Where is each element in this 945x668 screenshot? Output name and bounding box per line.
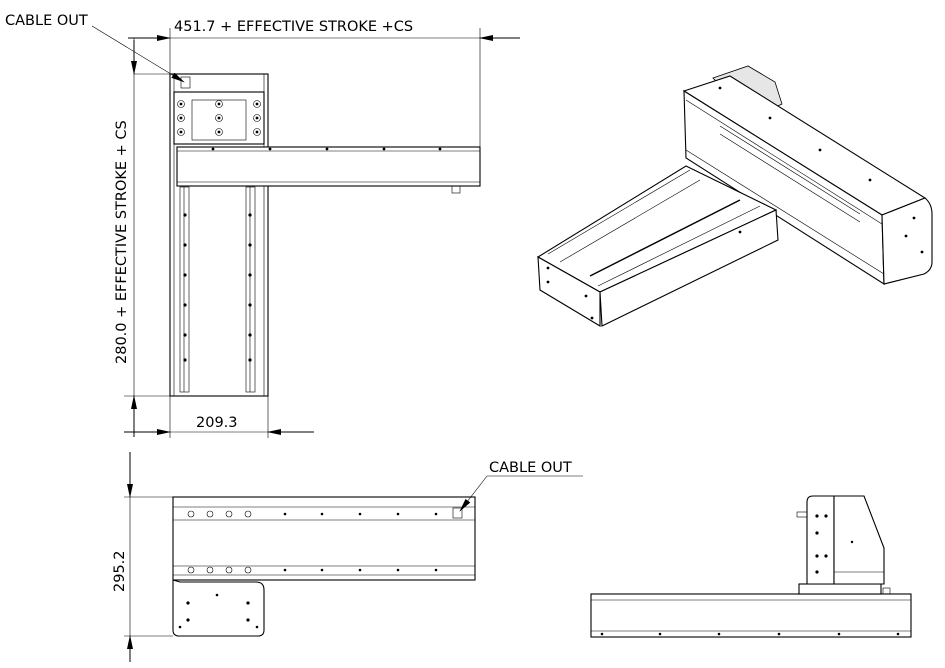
front-lower-block xyxy=(172,579,265,637)
arm-end-fitting xyxy=(451,185,461,194)
horizontal-arm xyxy=(176,146,481,187)
front-bolts xyxy=(187,510,438,574)
width-dimension-label: 451.7 + EFFECTIVE STROKE +CS xyxy=(174,19,413,35)
side-upright xyxy=(806,495,835,585)
front-arm-body xyxy=(172,496,476,581)
upright-bolts xyxy=(815,514,854,574)
cable-out-label-front: CABLE OUT xyxy=(489,460,572,476)
side-fitting xyxy=(796,511,808,518)
arm-bolts xyxy=(211,147,442,151)
front-cable-connector xyxy=(452,507,463,519)
height-dimension-label: 280.0 + EFFECTIVE STROKE + CS xyxy=(114,120,130,364)
front-view: CABLE OUT 295.2 xyxy=(112,452,583,662)
iso-bolts xyxy=(546,86,924,320)
front-height-label: 295.2 xyxy=(112,550,128,592)
rail-bolts xyxy=(183,213,252,362)
top-view: 451.7 + EFFECTIVE STROKE +CS CABLE OUT 2… xyxy=(5,13,520,438)
side-arm-body xyxy=(590,593,912,638)
left-rail xyxy=(179,186,190,393)
side-upright-bracket xyxy=(833,495,885,585)
right-rail xyxy=(245,186,256,393)
iso-base-side xyxy=(537,256,601,327)
carriage-bolts xyxy=(177,100,261,136)
iso-arm-endcap xyxy=(881,197,933,285)
cable-out-label-top: CABLE OUT xyxy=(5,13,88,29)
side-view xyxy=(590,495,912,638)
isometric-view xyxy=(536,65,933,327)
side-bolts xyxy=(600,632,900,636)
iso-base-front xyxy=(599,209,779,327)
base-width-label: 209.3 xyxy=(196,415,238,431)
side-mount-plate xyxy=(798,583,882,595)
